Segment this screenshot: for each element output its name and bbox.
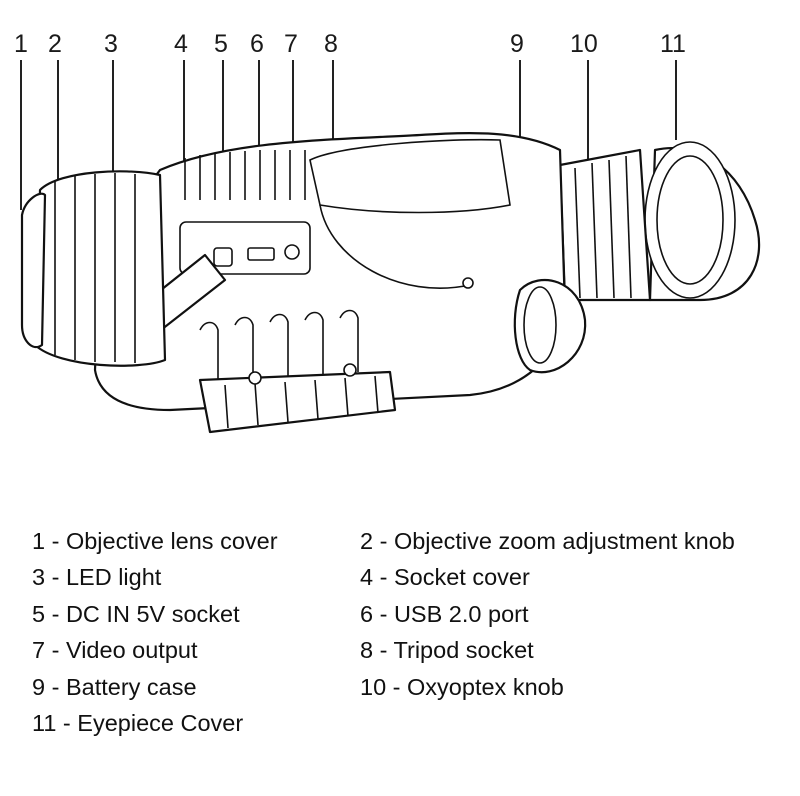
legend-item-1: 1 - Objective lens cover — [32, 528, 278, 554]
legend-item-3: 3 - LED light — [32, 564, 162, 590]
legend-item-2: 2 - Objective zoom adjustment knob — [360, 528, 735, 554]
callout-number-7: 7 — [284, 30, 298, 58]
legend-item-4: 4 - Socket cover — [360, 564, 530, 590]
legend-item-9: 9 - Battery case — [32, 674, 197, 700]
callout-number-1: 1 — [14, 30, 28, 58]
legend-item-8: 8 - Tripod socket — [360, 637, 534, 663]
parts-legend: 1 - Objective lens cover 2 - Objective z… — [0, 522, 800, 782]
callout-number-6: 6 — [250, 30, 264, 58]
callout-number-10: 10 — [570, 30, 598, 58]
callout-number-2: 2 — [48, 30, 62, 58]
monocular-illustration: ▭ ⇌ ⊸ — [20, 132, 761, 434]
callout-number-4: 4 — [174, 30, 188, 58]
callout-number-3: 3 — [104, 30, 118, 58]
callout-number-8: 8 — [324, 30, 338, 58]
legend-item-5: 5 - DC IN 5V socket — [32, 601, 240, 627]
device-diagram: 1 2 3 4 5 6 7 8 9 10 11 — [14, 30, 761, 434]
legend-item-7: 7 - Video output — [32, 637, 198, 663]
legend-item-6: 6 - USB 2.0 port — [360, 601, 529, 627]
callout-number-11: 11 — [660, 30, 686, 58]
legend-item-10: 10 - Oxyoptex knob — [360, 674, 564, 700]
callout-number-5: 5 — [214, 30, 228, 58]
legend-item-11: 11 - Eyepiece Cover — [32, 710, 244, 736]
callout-number-9: 9 — [510, 30, 524, 58]
